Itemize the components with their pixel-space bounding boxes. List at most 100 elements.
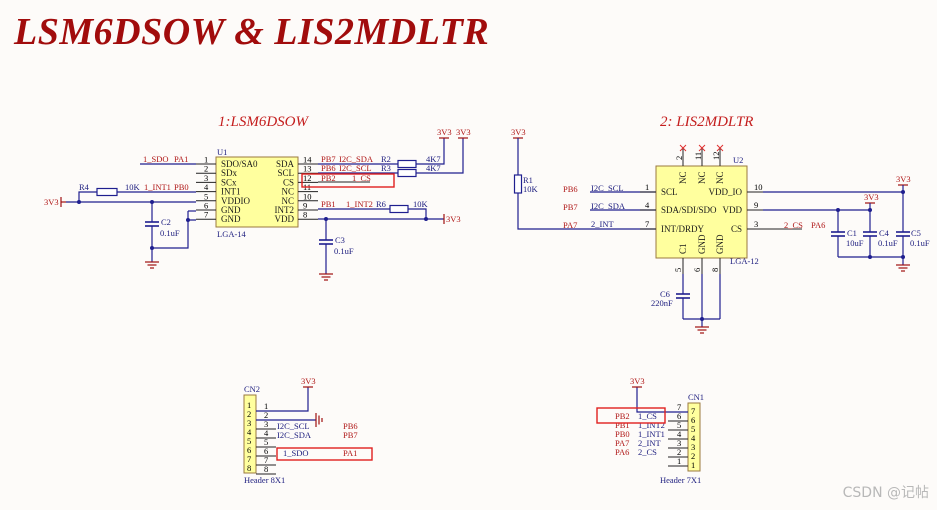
u2-pin-number: 1	[645, 182, 649, 192]
u1-pin-name: NC	[281, 196, 294, 206]
u1-pin-name: SCx	[221, 177, 237, 187]
cn2-port-pb7: PB7	[343, 430, 358, 440]
cn1-pin-number: 3	[677, 438, 681, 448]
cn1-body-pin-number: 6	[691, 415, 695, 425]
ground-symbol	[896, 264, 910, 272]
u2-pin-name: GND	[697, 234, 707, 254]
u2-pin-name: SDA/SDI/SDO	[661, 205, 717, 215]
u2-pin-number: 11	[693, 152, 703, 160]
cn1-port-pb2: PB2	[615, 411, 630, 421]
u1-pin-name: NC	[281, 187, 294, 197]
r4-ref: R4	[79, 182, 90, 192]
cn1-net-int2: 1_INT2	[638, 420, 665, 430]
u2-body	[655, 165, 748, 259]
u2-pin-number: 5	[673, 268, 683, 272]
net-sdo: 1_SDO	[143, 154, 169, 164]
port-pb7-u2: PB7	[563, 202, 578, 212]
u1-pin-number: 10	[303, 191, 312, 201]
junction	[901, 255, 905, 259]
u2-pin-number: 3	[754, 219, 758, 229]
no-connect-icon	[716, 144, 724, 152]
cn1-pin-number: 5	[677, 420, 681, 430]
power-3v3-vdd: 3V3	[446, 214, 461, 224]
r3-ref: R3	[381, 163, 391, 173]
cn2-pin-number: 6	[264, 446, 268, 456]
junction	[424, 217, 428, 221]
u2-pin-name: VDD	[723, 205, 743, 215]
net-int-u2: 2_INT	[591, 219, 614, 229]
r4-resistor	[96, 187, 118, 197]
u1-pin-number: 8	[303, 210, 307, 220]
r2-ref: R2	[381, 154, 391, 164]
power-3v3-r2: 3V3	[437, 127, 452, 137]
u1-pin-name: SDA	[276, 159, 295, 169]
u1-pin-number: 3	[204, 173, 208, 183]
cn2-net-sdo: 1_SDO	[283, 448, 309, 458]
cn2-pin-number: 8	[264, 464, 268, 474]
u1-pin-name: SCL	[277, 168, 294, 178]
u1-pin-number: 7	[204, 210, 208, 220]
cn2-body-pin-number: 7	[247, 454, 251, 464]
no-connect-icon	[698, 144, 706, 152]
c1-ref: C1	[847, 228, 857, 238]
cn2-body-pin-number: 1	[247, 400, 251, 410]
cn1-pin-number: 6	[677, 411, 681, 421]
u2-pin-number: 9	[754, 200, 758, 210]
r6-resistor	[389, 204, 409, 214]
junction	[700, 317, 704, 321]
power-3v3-cn1: 3V3	[630, 376, 645, 386]
ground-symbol	[145, 261, 159, 269]
net-int2: 1_INT2	[346, 199, 373, 209]
junction	[868, 255, 872, 259]
highlight-sdo-box	[276, 447, 373, 461]
cn1-port-pb1: PB1	[615, 420, 630, 430]
port-pb2: PB2	[321, 173, 336, 183]
cn1-port-pa6: PA6	[615, 447, 629, 457]
cn2-pin-number: 2	[264, 410, 268, 420]
c5-capacitor	[896, 192, 910, 265]
port-pa7-u2: PA7	[563, 220, 577, 230]
r4-value: 10K	[125, 182, 141, 192]
u1-pin-number: 5	[204, 191, 208, 201]
cn1-pin-number: 4	[677, 429, 682, 439]
c5-ref: C5	[911, 228, 921, 238]
u2-pin-number: 7	[645, 219, 649, 229]
cn1-net-int1: 1_INT1	[638, 429, 665, 439]
u2-pin-number: 4	[645, 200, 650, 210]
cn2-pin-number: 5	[264, 437, 268, 447]
u2-pin-name: SCL	[661, 187, 678, 197]
u2-package: LGA-12	[730, 256, 759, 266]
ground-symbol-horizontal	[315, 413, 323, 427]
cn1-body-pin-number: 2	[691, 451, 695, 461]
c4-value: 0.1uF	[878, 238, 898, 248]
section-title-u1: 1:LSM6DSOW	[218, 114, 309, 130]
u1-pin-number: 14	[303, 155, 312, 165]
u1-pin-name: INT1	[221, 187, 241, 197]
no-connect-icon	[679, 144, 687, 152]
wire-r2-3v3	[416, 138, 445, 165]
net-scl: I2C_SCL	[339, 163, 372, 173]
u1-pin-number: 13	[303, 164, 312, 174]
cn2-body-pin-number: 4	[247, 427, 252, 437]
cn1-body-pin-number: 7	[691, 406, 695, 416]
u2-pin-number: 10	[754, 182, 763, 192]
c1-capacitor	[831, 210, 845, 257]
cn2-body-pin-number: 8	[247, 463, 251, 473]
cn1-body	[687, 402, 701, 472]
port-pa6-u2: PA6	[811, 220, 825, 230]
section-title-u2: 2: LIS2MDLTR	[660, 114, 753, 130]
net-scl-u2: I2C_SCL	[591, 183, 624, 193]
wire-r6-right	[408, 208, 427, 219]
net-int1: 1_INT1	[144, 182, 171, 192]
net-cs-u2: 2_CS	[784, 220, 803, 230]
u2-pin-name: VDD_IO	[709, 187, 743, 197]
cn1-pin-number: 1	[677, 456, 681, 466]
power-3v3-r3: 3V3	[456, 127, 471, 137]
c5-value: 0.1uF	[910, 238, 930, 248]
ground-symbol	[695, 326, 709, 334]
net-cs: 1_CS	[352, 173, 371, 183]
u2-pin-name: NC	[715, 171, 725, 184]
wire-cn1-3v3	[636, 387, 688, 413]
